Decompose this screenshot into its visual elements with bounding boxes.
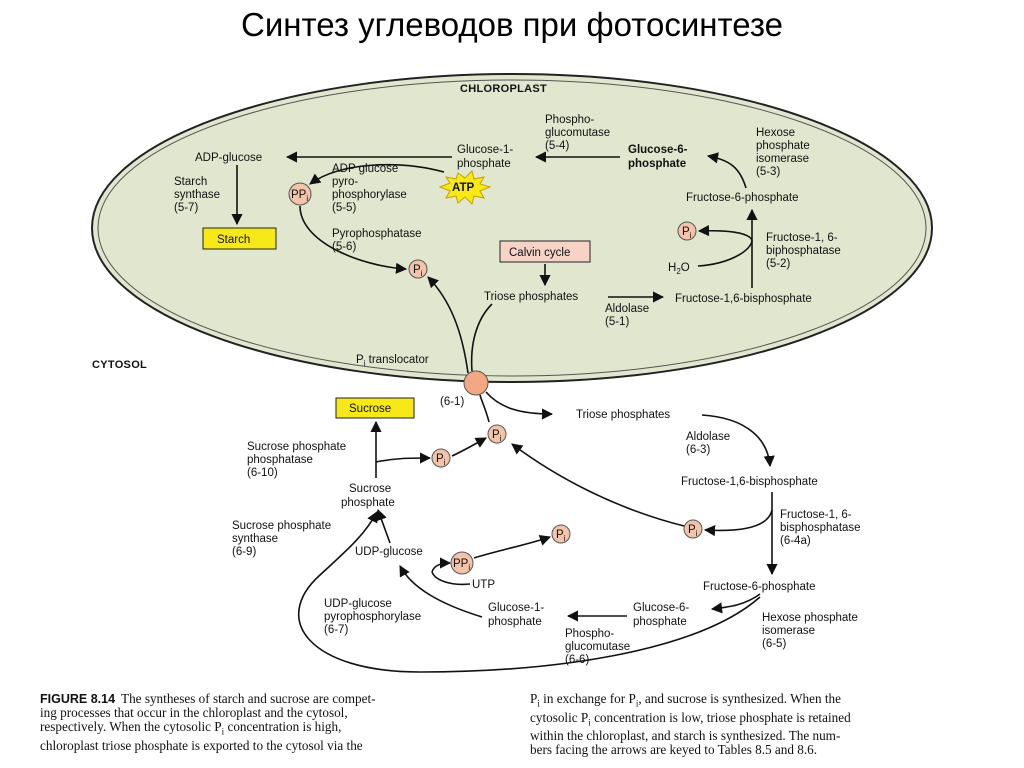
calvin-cycle-box: [499, 240, 591, 263]
pi-cytosol-mid-label: Pi: [556, 529, 566, 543]
ppi-cytosol-label: PPi: [453, 558, 470, 572]
ppi-chloroplast-label: PPi: [291, 189, 308, 203]
arrow-water-to-pi: [698, 231, 753, 267]
utp-label: UTP: [472, 579, 495, 591]
pi-translocator-label: Pi translocator: [356, 354, 429, 368]
starch-box: [202, 227, 277, 250]
calvin-cycle-label: Calvin cycle: [509, 247, 570, 259]
atp-starburst: [438, 170, 492, 205]
pi-cytosol-top-circle: [487, 424, 507, 444]
sucrose-label: Sucrose: [349, 403, 391, 415]
pi-chloroplast-label: Pi: [413, 264, 423, 278]
translocator-number: (6-1): [440, 396, 464, 408]
chloroplast-label: CHLOROPLAST: [460, 83, 547, 95]
ppi-chloroplast-circle: [288, 182, 312, 206]
hexose-isomerase-cytosol: Hexose phosphate isomerase (6-5): [762, 612, 861, 650]
sucrose-synthase-label: Sucrose phosphate synthase (6-9): [232, 520, 334, 558]
pi-cytosol-top-label: Pi: [492, 429, 502, 443]
fbp-cytosol: Fructose-1,6-bisphosphate: [681, 476, 818, 488]
fructose-6-phosphate-cytosol: Fructose-6-phosphate: [703, 581, 816, 593]
phosphoglucomutase-cytosol: Phospho- glucomutase (6-6): [565, 628, 633, 666]
glucose-6-phosphate-cytosol: Glucose-6- phosphate: [633, 602, 692, 628]
arrow-fbpase-pi-cytosol: [703, 509, 773, 537]
adp-glucose-pyrophosphorylase-label: ADP glucose pyro- phosphorylase (5-5): [332, 163, 410, 214]
triose-phosphates-chloroplast: Triose phosphates: [484, 291, 578, 303]
arrow-ppi-loop: [431, 557, 452, 573]
arrow-ppi-release: [309, 163, 445, 185]
phosphoglucomutase-chloroplast: Phospho- glucomutase (5-4): [545, 114, 613, 152]
arrow-ppi-to-pi-cytosol: [473, 535, 552, 559]
pyrophosphatase-label: Pyrophosphatase (5-6): [332, 228, 425, 253]
chloroplast-membrane: [91, 73, 933, 383]
glucose-6-phosphate-chloroplast: Glucose-6- phosphate: [628, 144, 691, 170]
arrow-triose-to-fbp-cytosol: [701, 414, 775, 468]
arrow-utp-to-ppi: [431, 571, 471, 586]
arrow-pi-cytosol-to-top: [511, 443, 685, 527]
arrow-pi-sucrose-to-top: [451, 437, 487, 457]
atp-label: ATP: [452, 182, 474, 194]
chloroplast-inner-membrane: [97, 79, 927, 377]
arrow-f6p-loop-to-sucrosephosphate: [298, 511, 761, 673]
hexose-isomerase-chloroplast: Hexose phosphate isomerase (5-3): [756, 127, 813, 178]
aldolase-cytosol: Aldolase (6-3): [686, 431, 733, 456]
pathway-diagram: CHLOROPLAST CYTOSOL ADP-glucose Starch s…: [91, 73, 933, 673]
sucrose-phosphate-label: Sucrose phosphate: [341, 483, 395, 509]
sucrose-phosphatase-label: Sucrose phosphate phosphatase (6-10): [247, 441, 349, 479]
starch-label: Starch: [217, 234, 250, 246]
sucrose-box: [335, 397, 415, 419]
fbp-chloroplast: Fructose-1,6-bisphosphate: [675, 293, 812, 305]
water-label: H2O: [668, 262, 690, 276]
arrow-udpglucose-to-sucrosephosphate: [376, 508, 391, 544]
pi-translocator: [463, 370, 489, 396]
pi-chloroplast-circle: [408, 259, 428, 279]
udp-glucose-pyrophosphorylase-label: UDP-glucose pyrophosphorylase (6-7): [324, 598, 424, 636]
glucose-1-phosphate-chloroplast: Glucose-1- phosphate: [457, 144, 516, 170]
udp-glucose-label: UDP-glucose: [355, 546, 423, 558]
arrow-translocator-to-pi: [427, 276, 469, 374]
pi-fbpase-cytosol-label: Pi: [688, 524, 698, 538]
figure-number: FIGURE 8.14: [40, 692, 116, 706]
arrow-ppi-to-pi: [299, 205, 408, 274]
pi-cytosol-mid-circle: [551, 524, 571, 544]
arrow-g1p-to-udpglucose: [399, 565, 483, 618]
fbpase-cytosol-label: Fructose-1, 6- bisphosphatase (6-4a): [780, 509, 864, 547]
arrow-pi-to-translocator: [479, 394, 490, 423]
slide-title: Синтез углеводов при фотосинтезе: [240, 6, 784, 43]
pi-fbpase-cytosol-circle: [683, 519, 703, 539]
adp-glucose-label: ADP-glucose: [195, 152, 262, 164]
aldolase-chloroplast: Aldolase (5-1): [605, 303, 652, 328]
caption-right-column: Pi in exchange for Pi, and sucrose is sy…: [530, 691, 851, 758]
arrow-translocator-to-triose-cytosol: [485, 391, 554, 420]
glucose-1-phosphate-cytosol: Glucose-1- phosphate: [488, 602, 547, 628]
fbpase-chloroplast-label: Fructose-1, 6- biphosphatase (5-2): [766, 232, 844, 270]
cytosol-label: CYTOSOL: [92, 359, 147, 371]
arrow-triose-to-translocator: [470, 303, 493, 372]
triose-phosphates-cytosol: Triose phosphates: [576, 409, 670, 421]
arrow-sucrosephosphate-pi: [375, 452, 432, 464]
arrow-f6p-to-g6p-cytosol: [710, 593, 761, 614]
fructose-6-phosphate-chloroplast: Fructose-6-phosphate: [686, 192, 799, 204]
arrow-f6p-to-g6p: [706, 152, 747, 189]
pi-sucrose-label: Pi: [436, 453, 446, 467]
starch-synthase-label: Starch synthase (5-7): [174, 176, 223, 214]
pi-sucrose-circle: [431, 448, 451, 468]
